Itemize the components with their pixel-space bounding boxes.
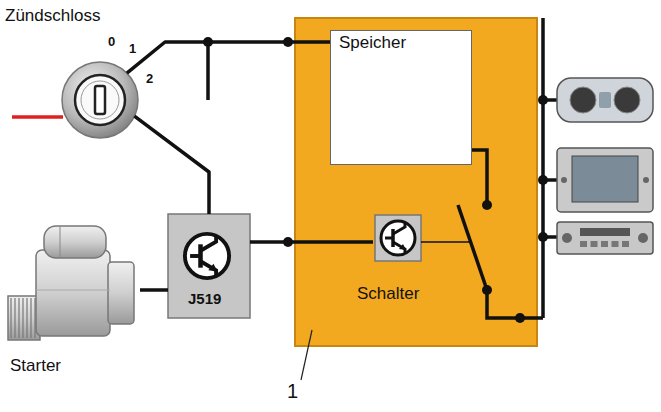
- wire: [458, 18, 557, 318]
- terminal-number: 0: [108, 35, 115, 49]
- relay-housing: [168, 214, 250, 318]
- relay-box: J519: [168, 214, 250, 318]
- node-label: Schalter: [357, 284, 419, 304]
- control-unit-housing: [295, 18, 537, 346]
- ignition-lock: Zündschloss: [62, 62, 138, 138]
- node-label: Speicher: [339, 33, 406, 53]
- instrument-cluster: [557, 78, 653, 122]
- terminal-number: 1: [129, 42, 136, 56]
- transistor-symbol: [381, 221, 415, 255]
- radio-unit: [557, 222, 653, 254]
- battery-wire: [12, 115, 63, 119]
- control-line: [421, 241, 471, 243]
- starter: Starter: [5, 222, 140, 387]
- wire: [250, 240, 373, 244]
- node-label: 1: [287, 380, 298, 403]
- transistor-symbol: [185, 234, 229, 278]
- switch-box: Schalter: [373, 213, 423, 313]
- terminal-number: 2: [146, 72, 153, 86]
- leader-line: [301, 330, 312, 380]
- wire: [206, 42, 210, 100]
- wire: [127, 42, 330, 73]
- node-label: Zündschloss: [5, 6, 100, 26]
- switch-housing: [375, 215, 421, 261]
- wire: [134, 116, 209, 214]
- node-label: J519: [188, 290, 221, 307]
- starter-motor: [8, 226, 134, 340]
- memory-box: Speicher: [330, 30, 472, 165]
- ignition-lock: [62, 62, 138, 138]
- control-unit: 1SpeicherSchalter: [295, 18, 537, 346]
- wire: [140, 288, 168, 292]
- navigation-unit: [557, 148, 653, 212]
- node-label: Starter: [10, 356, 61, 376]
